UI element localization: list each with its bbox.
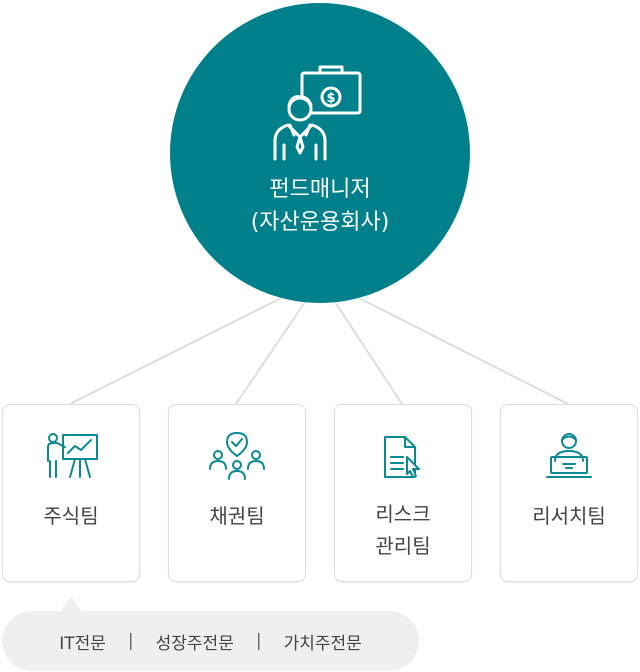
- team-card-risk: 리스크 관리팀: [334, 404, 472, 582]
- presentation-chart-icon: [47, 433, 98, 478]
- bubble-tail: [60, 596, 82, 612]
- connector-stock: [69, 295, 286, 405]
- fund-manager-icon: $: [273, 65, 362, 161]
- separator-1: |: [127, 631, 134, 651]
- hub-title-line1: 펀드매니저: [269, 177, 371, 202]
- connector-research: [354, 295, 569, 405]
- hub-title-line2: (자산운용회사): [250, 210, 390, 235]
- team-label-risk-line1: 리스크: [375, 502, 431, 526]
- svg-text:$: $: [326, 91, 335, 106]
- team-label-research: 리서치팀: [532, 504, 606, 528]
- separator-2: |: [255, 631, 262, 651]
- team-check-icon: [209, 432, 265, 480]
- team-label-bond: 채권팀: [209, 504, 265, 528]
- specialty-bubble: IT전문 | 성장주전문 | 가치주전문: [2, 611, 419, 671]
- fund-manager-hub: $ 펀드매니저 (자산운용회사): [170, 3, 470, 303]
- team-card-stock: 주식팀: [2, 404, 140, 582]
- specialty-growth: 성장주전문: [155, 633, 234, 654]
- document-cursor-icon: [384, 436, 420, 478]
- connector-risk: [334, 301, 403, 405]
- specialty-it: IT전문: [59, 633, 106, 654]
- team-card-bond: 채권팀: [168, 404, 306, 582]
- specialty-value: 가치주전문: [283, 633, 362, 654]
- connector-bond: [235, 301, 306, 405]
- researcher-laptop-icon: [546, 433, 592, 478]
- team-label-stock: 주식팀: [43, 504, 99, 528]
- team-label-risk-line2: 관리팀: [375, 534, 431, 558]
- team-card-research: 리서치팀: [500, 404, 638, 582]
